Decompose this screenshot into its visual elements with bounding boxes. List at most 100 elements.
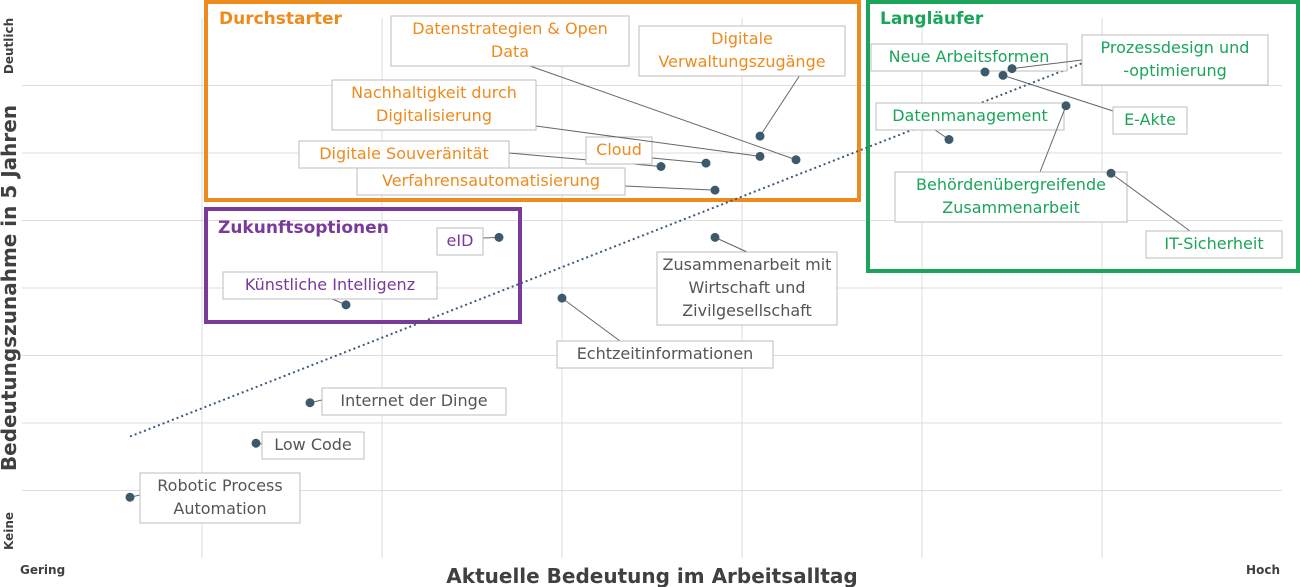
data-point xyxy=(1106,168,1116,178)
leader-line xyxy=(1110,172,1191,232)
data-point xyxy=(557,293,567,303)
data-point xyxy=(251,438,261,448)
data-point xyxy=(341,300,351,310)
data-label-box xyxy=(139,472,301,524)
data-label-line: Wirtschaft und xyxy=(689,278,806,297)
cluster-box-langlaeufer xyxy=(866,0,1300,273)
data-label-box xyxy=(894,171,1128,223)
data-label-line: Künstliche Intelligenz xyxy=(245,275,415,294)
data-point xyxy=(1061,101,1071,111)
data-point xyxy=(944,135,954,144)
data-label-line: IT-Sicherheit xyxy=(1164,234,1263,253)
leader-line xyxy=(561,297,621,342)
cluster-title-zukunftsoptionen: Zukunftsoptionen xyxy=(218,218,389,238)
data-label-box xyxy=(222,271,438,300)
data-label-box xyxy=(390,15,630,67)
data-label-line: Verwaltungszugänge xyxy=(658,52,825,71)
data-label-line: Datenmanagement xyxy=(892,106,1048,125)
data-label: E-Akte xyxy=(1124,110,1176,129)
data-label: Echtzeitinformationen xyxy=(577,344,754,363)
data-label: Verfahrensautomatisierung xyxy=(382,171,600,190)
leader-line xyxy=(714,236,748,253)
data-label-line: Datenstrategien & Open xyxy=(412,19,607,38)
y-axis-low-label: Keine xyxy=(2,512,16,550)
data-label-box xyxy=(1081,34,1269,86)
data-label: eID xyxy=(447,231,474,250)
data-label-line: -optimierung xyxy=(1123,61,1227,80)
data-label-box xyxy=(638,25,846,77)
data-label-box xyxy=(261,431,365,460)
y-axis-title: Bedeutungszunahme in 5 Jahren xyxy=(0,105,21,471)
data-point xyxy=(710,185,720,195)
data-label-line: Neue Arbeitsformen xyxy=(889,47,1050,66)
data-point xyxy=(710,232,720,242)
data-label-line: eID xyxy=(447,231,474,250)
data-label-line: Digitale xyxy=(711,29,773,48)
data-point xyxy=(998,70,1008,80)
data-label-box xyxy=(556,340,774,369)
data-label-line: Low Code xyxy=(274,435,352,454)
data-label: Prozessdesign und -optimierung xyxy=(1101,38,1250,80)
leader-line xyxy=(759,74,801,137)
cluster-box-zukunftsoptionen xyxy=(204,207,522,324)
leader-line xyxy=(535,125,761,157)
data-label-line: Robotic Process xyxy=(157,476,282,495)
data-label-line: Cloud xyxy=(596,140,642,159)
data-label-line: Nachhaltigkeit durch xyxy=(351,83,517,102)
data-label-line: Digitale Souveränität xyxy=(319,144,489,163)
data-label: Datenmanagement xyxy=(892,106,1048,125)
data-label: IT-Sicherheit xyxy=(1164,234,1263,253)
data-point xyxy=(701,158,711,168)
data-label-line: Zivilgesellschaft xyxy=(682,301,812,320)
data-label: Neue Arbeitsformen xyxy=(889,47,1050,66)
cluster-title-langlaeufer: Langläufer xyxy=(880,9,984,29)
data-label-line: Digitalisierung xyxy=(376,106,492,125)
data-label-line: Automation xyxy=(173,499,266,518)
data-point xyxy=(791,155,801,165)
data-label: Digitale Souveränität xyxy=(319,144,489,163)
data-point xyxy=(494,232,504,242)
data-label-line: Behördenübergreifende xyxy=(916,175,1106,194)
data-point xyxy=(305,398,315,408)
leader-line xyxy=(1002,74,1114,112)
data-label-line: Prozessdesign und xyxy=(1101,38,1250,57)
data-label-box xyxy=(436,227,484,256)
leader-line xyxy=(651,157,707,164)
data-label-box xyxy=(870,43,1068,72)
data-label-box xyxy=(321,387,507,416)
leader-line xyxy=(529,65,797,161)
leader-line xyxy=(624,185,716,191)
data-label: Cloud xyxy=(596,140,642,159)
data-point xyxy=(1007,64,1017,74)
data-label: Künstliche Intelligenz xyxy=(245,275,415,294)
data-point xyxy=(125,492,135,502)
data-label-line: Data xyxy=(491,42,529,61)
x-axis-high-label: Hoch xyxy=(1246,563,1280,577)
leader-line xyxy=(1011,59,1083,70)
data-label-line: Internet der Dinge xyxy=(340,391,487,410)
x-axis-title: Aktuelle Bedeutung im Arbeitsalltag xyxy=(446,564,857,587)
x-axis-low-label: Gering xyxy=(20,563,65,577)
data-label: Internet der Dinge xyxy=(340,391,487,410)
data-label: Low Code xyxy=(274,435,352,454)
data-label-line: Echtzeitinformationen xyxy=(577,344,754,363)
data-label-line: Zusammenarbeit mit xyxy=(663,255,832,274)
data-label-box xyxy=(875,102,1065,131)
data-label-line: Verfahrensautomatisierung xyxy=(382,171,600,190)
data-point xyxy=(980,67,990,77)
leader-line xyxy=(1039,105,1067,173)
data-point xyxy=(755,151,765,161)
data-label-box xyxy=(356,167,626,196)
data-label-box xyxy=(656,251,838,326)
data-label-line: Zusammenarbeit xyxy=(942,198,1080,217)
data-label-box xyxy=(1145,230,1283,259)
cluster-title-durchstarter: Durchstarter xyxy=(219,9,343,29)
data-label-box xyxy=(331,79,537,131)
